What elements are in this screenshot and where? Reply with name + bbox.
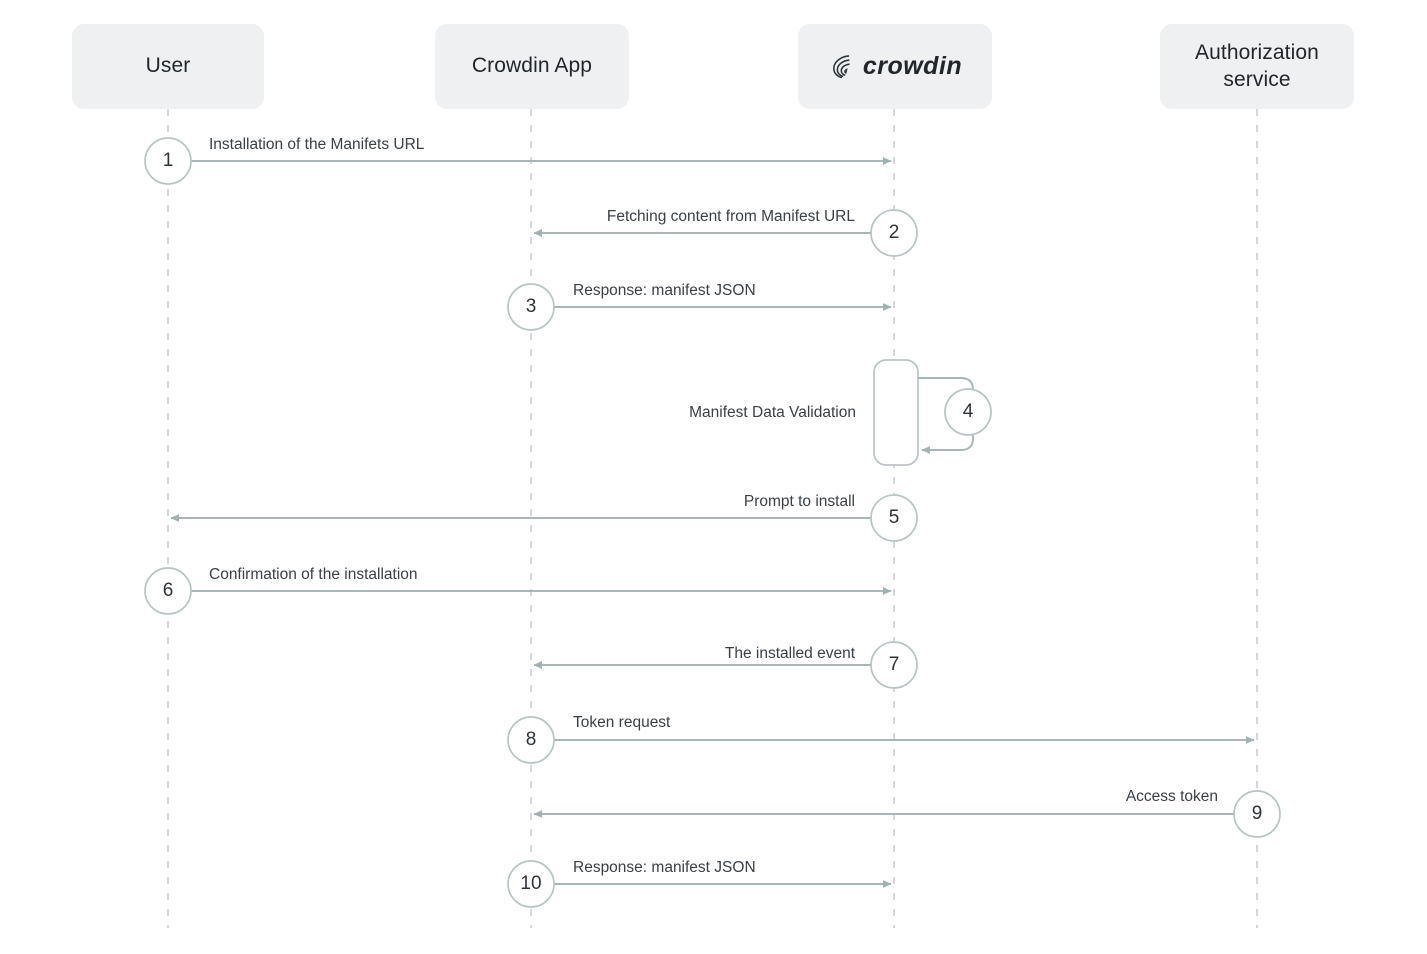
actor-box-crowdin-app[interactable]: Crowdin App [435, 24, 629, 109]
message-label-5: Prompt to install [743, 493, 855, 510]
message-label-2: Fetching content from Manifest URL [606, 208, 855, 225]
message-label-4: Manifest Data Validation [689, 404, 856, 421]
step-circle-2 [870, 209, 918, 257]
step-circle-9 [1233, 790, 1281, 838]
step-circle-6 [144, 567, 192, 615]
crowdin-swirl-icon [832, 54, 850, 78]
message-label-8: Token request [573, 714, 671, 731]
step-circle-4 [944, 388, 992, 436]
actor-label-authorization-service: Authorization service [1195, 40, 1319, 93]
messages-group [144, 137, 1281, 908]
actor-box-user[interactable]: User [72, 24, 264, 109]
message-label-10: Response: manifest JSON [573, 859, 756, 876]
actor-label-user: User [145, 54, 191, 78]
step-circle-5 [870, 494, 918, 542]
step-circle-3 [507, 283, 555, 331]
actor-label-crowdin-app: Crowdin App [471, 54, 593, 78]
actor-label-line-1: Authorization [1195, 41, 1319, 65]
message-label-6: Confirmation of the installation [209, 566, 418, 583]
crowdin-wordmark: crowdin [862, 52, 963, 80]
actor-label-line-2: service [1223, 67, 1291, 91]
message-label-3: Response: manifest JSON [573, 282, 756, 299]
step-circle-10 [507, 860, 555, 908]
message-label-9: Access token [1125, 788, 1218, 805]
message-label-7: The installed event [724, 645, 855, 662]
step-circle-1 [144, 137, 192, 185]
step-circle-8 [507, 716, 555, 764]
message-label-1: Installation of the Manifets URL [209, 136, 425, 153]
actor-box-authorization-service[interactable]: Authorization service [1160, 24, 1354, 109]
step-circle-7 [870, 641, 918, 689]
crowdin-logo: crowdin [828, 52, 962, 82]
actor-box-crowdin[interactable]: crowdin [798, 24, 992, 109]
activation-box-4 [873, 359, 919, 466]
